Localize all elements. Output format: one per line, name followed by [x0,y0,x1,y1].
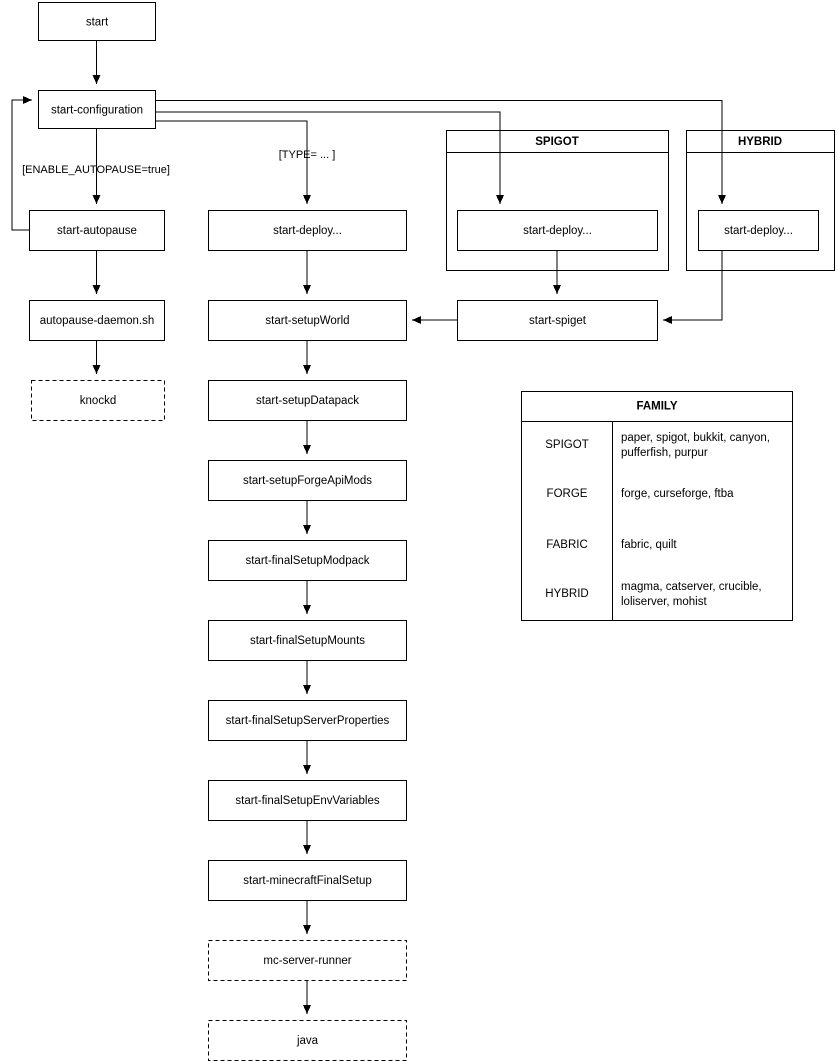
node-start-finalsetupmodpack-label: start-finalSetupModpack [245,555,369,567]
family-row-key-spigot: SPIGOT [545,439,588,451]
node-start-deploy-spigot-label: start-deploy... [523,225,592,237]
node-start-spiget[interactable]: start-spiget [457,300,658,341]
family-row-value-forge-line1: forge, curseforge, ftba [621,488,734,500]
edge-label-enable-autopause: [ENABLE_AUTOPAUSE=true] [22,164,170,176]
node-start-autopause-label: start-autopause [57,225,137,237]
node-knockd-label: knockd [80,395,116,407]
group-hybrid: HYBRID [686,130,835,271]
node-java[interactable]: java [208,1020,407,1061]
node-knockd[interactable]: knockd [31,380,165,421]
node-start-setupdatapack[interactable]: start-setupDatapack [208,380,407,421]
node-start-finalsetupmodpack[interactable]: start-finalSetupModpack [208,540,407,581]
group-hybrid-label: HYBRID [738,136,782,148]
node-start-deploy-spigot[interactable]: start-deploy... [457,210,658,251]
family-row-key-forge: FORGE [547,488,588,500]
node-start-configuration-label: start-configuration [51,105,143,117]
edge-deploy-hybrid-to-spiget [663,250,723,324]
node-autopause-daemon-label: autopause-daemon.sh [40,315,154,327]
node-start-deploy-hybrid-label: start-deploy... [724,225,793,237]
node-start-finalsetupmounts[interactable]: start-finalSetupMounts [208,620,407,661]
family-row-key-fabric: FABRIC [546,539,588,551]
node-start-label: start [86,17,109,29]
node-mc-server-runner[interactable]: mc-server-runner [208,940,407,981]
node-autopause-daemon[interactable]: autopause-daemon.sh [29,300,165,341]
node-start-autopause[interactable]: start-autopause [29,210,165,251]
node-start-setupforgeapimods-label: start-setupForgeApiMods [243,475,372,487]
node-start-finalsetupenvvariables[interactable]: start-finalSetupEnvVariables [208,780,407,821]
edge-autopause-to-configuration-loop [11,96,32,231]
node-start-setupforgeapimods[interactable]: start-setupForgeApiMods [208,460,407,501]
node-layer: start start-configuration start-autopaus… [29,2,819,1061]
node-start-finalsetupmounts-label: start-finalSetupMounts [250,635,365,647]
node-start[interactable]: start [38,2,156,41]
node-start-minecraftfinalsetup-label: start-minecraftFinalSetup [243,875,371,887]
node-start-deploy-main[interactable]: start-deploy... [208,210,407,251]
family-row-value-spigot-line1: paper, spigot, bukkit, canyon, [621,432,770,444]
edge-layer [11,40,726,1014]
node-start-finalsetupenvvariables-label: start-finalSetupEnvVariables [235,795,379,807]
node-java-label: java [296,1035,319,1047]
node-start-deploy-main-label: start-deploy... [273,225,342,237]
node-start-configuration[interactable]: start-configuration [38,90,156,129]
family-table: FAMILY SPIGOT paper, spigot, bukkit, can… [521,391,793,621]
family-row-value-fabric-line1: fabric, quilt [621,539,677,551]
node-start-setupdatapack-label: start-setupDatapack [256,395,359,407]
group-spigot-label: SPIGOT [535,136,578,148]
edge-configuration-to-deploy-spigot [155,111,504,204]
family-row-key-hybrid: HYBRID [545,588,588,600]
node-start-setupworld-label: start-setupWorld [265,315,349,327]
family-row-value-hybrid-line1: magma, catserver, crucible, [621,581,762,593]
group-spigot: SPIGOT [446,130,669,271]
family-row-value-spigot-line2: pufferfish, purpur [621,447,708,459]
node-start-finalsetupserverproperties-label: start-finalSetupServerProperties [226,715,390,727]
node-start-setupworld[interactable]: start-setupWorld [208,300,407,341]
edge-label-type: [TYPE= ... ] [279,149,336,161]
edge-label-layer: [ENABLE_AUTOPAUSE=true] [TYPE= ... ] [22,149,335,176]
node-start-minecraftfinalsetup[interactable]: start-minecraftFinalSetup [208,860,407,901]
group-layer: SPIGOT HYBRID [446,130,835,271]
family-row-value-hybrid-line2: loliserver, mohist [621,596,707,608]
node-mc-server-runner-label: mc-server-runner [263,955,351,967]
node-start-deploy-hybrid[interactable]: start-deploy... [698,210,819,251]
family-table-title: FAMILY [636,401,677,413]
node-start-finalsetupserverproperties[interactable]: start-finalSetupServerProperties [208,700,407,741]
edge-configuration-to-deploy-hybrid [155,100,726,204]
edge-configuration-to-deploy-main [155,120,311,204]
node-start-spiget-label: start-spiget [529,315,587,327]
